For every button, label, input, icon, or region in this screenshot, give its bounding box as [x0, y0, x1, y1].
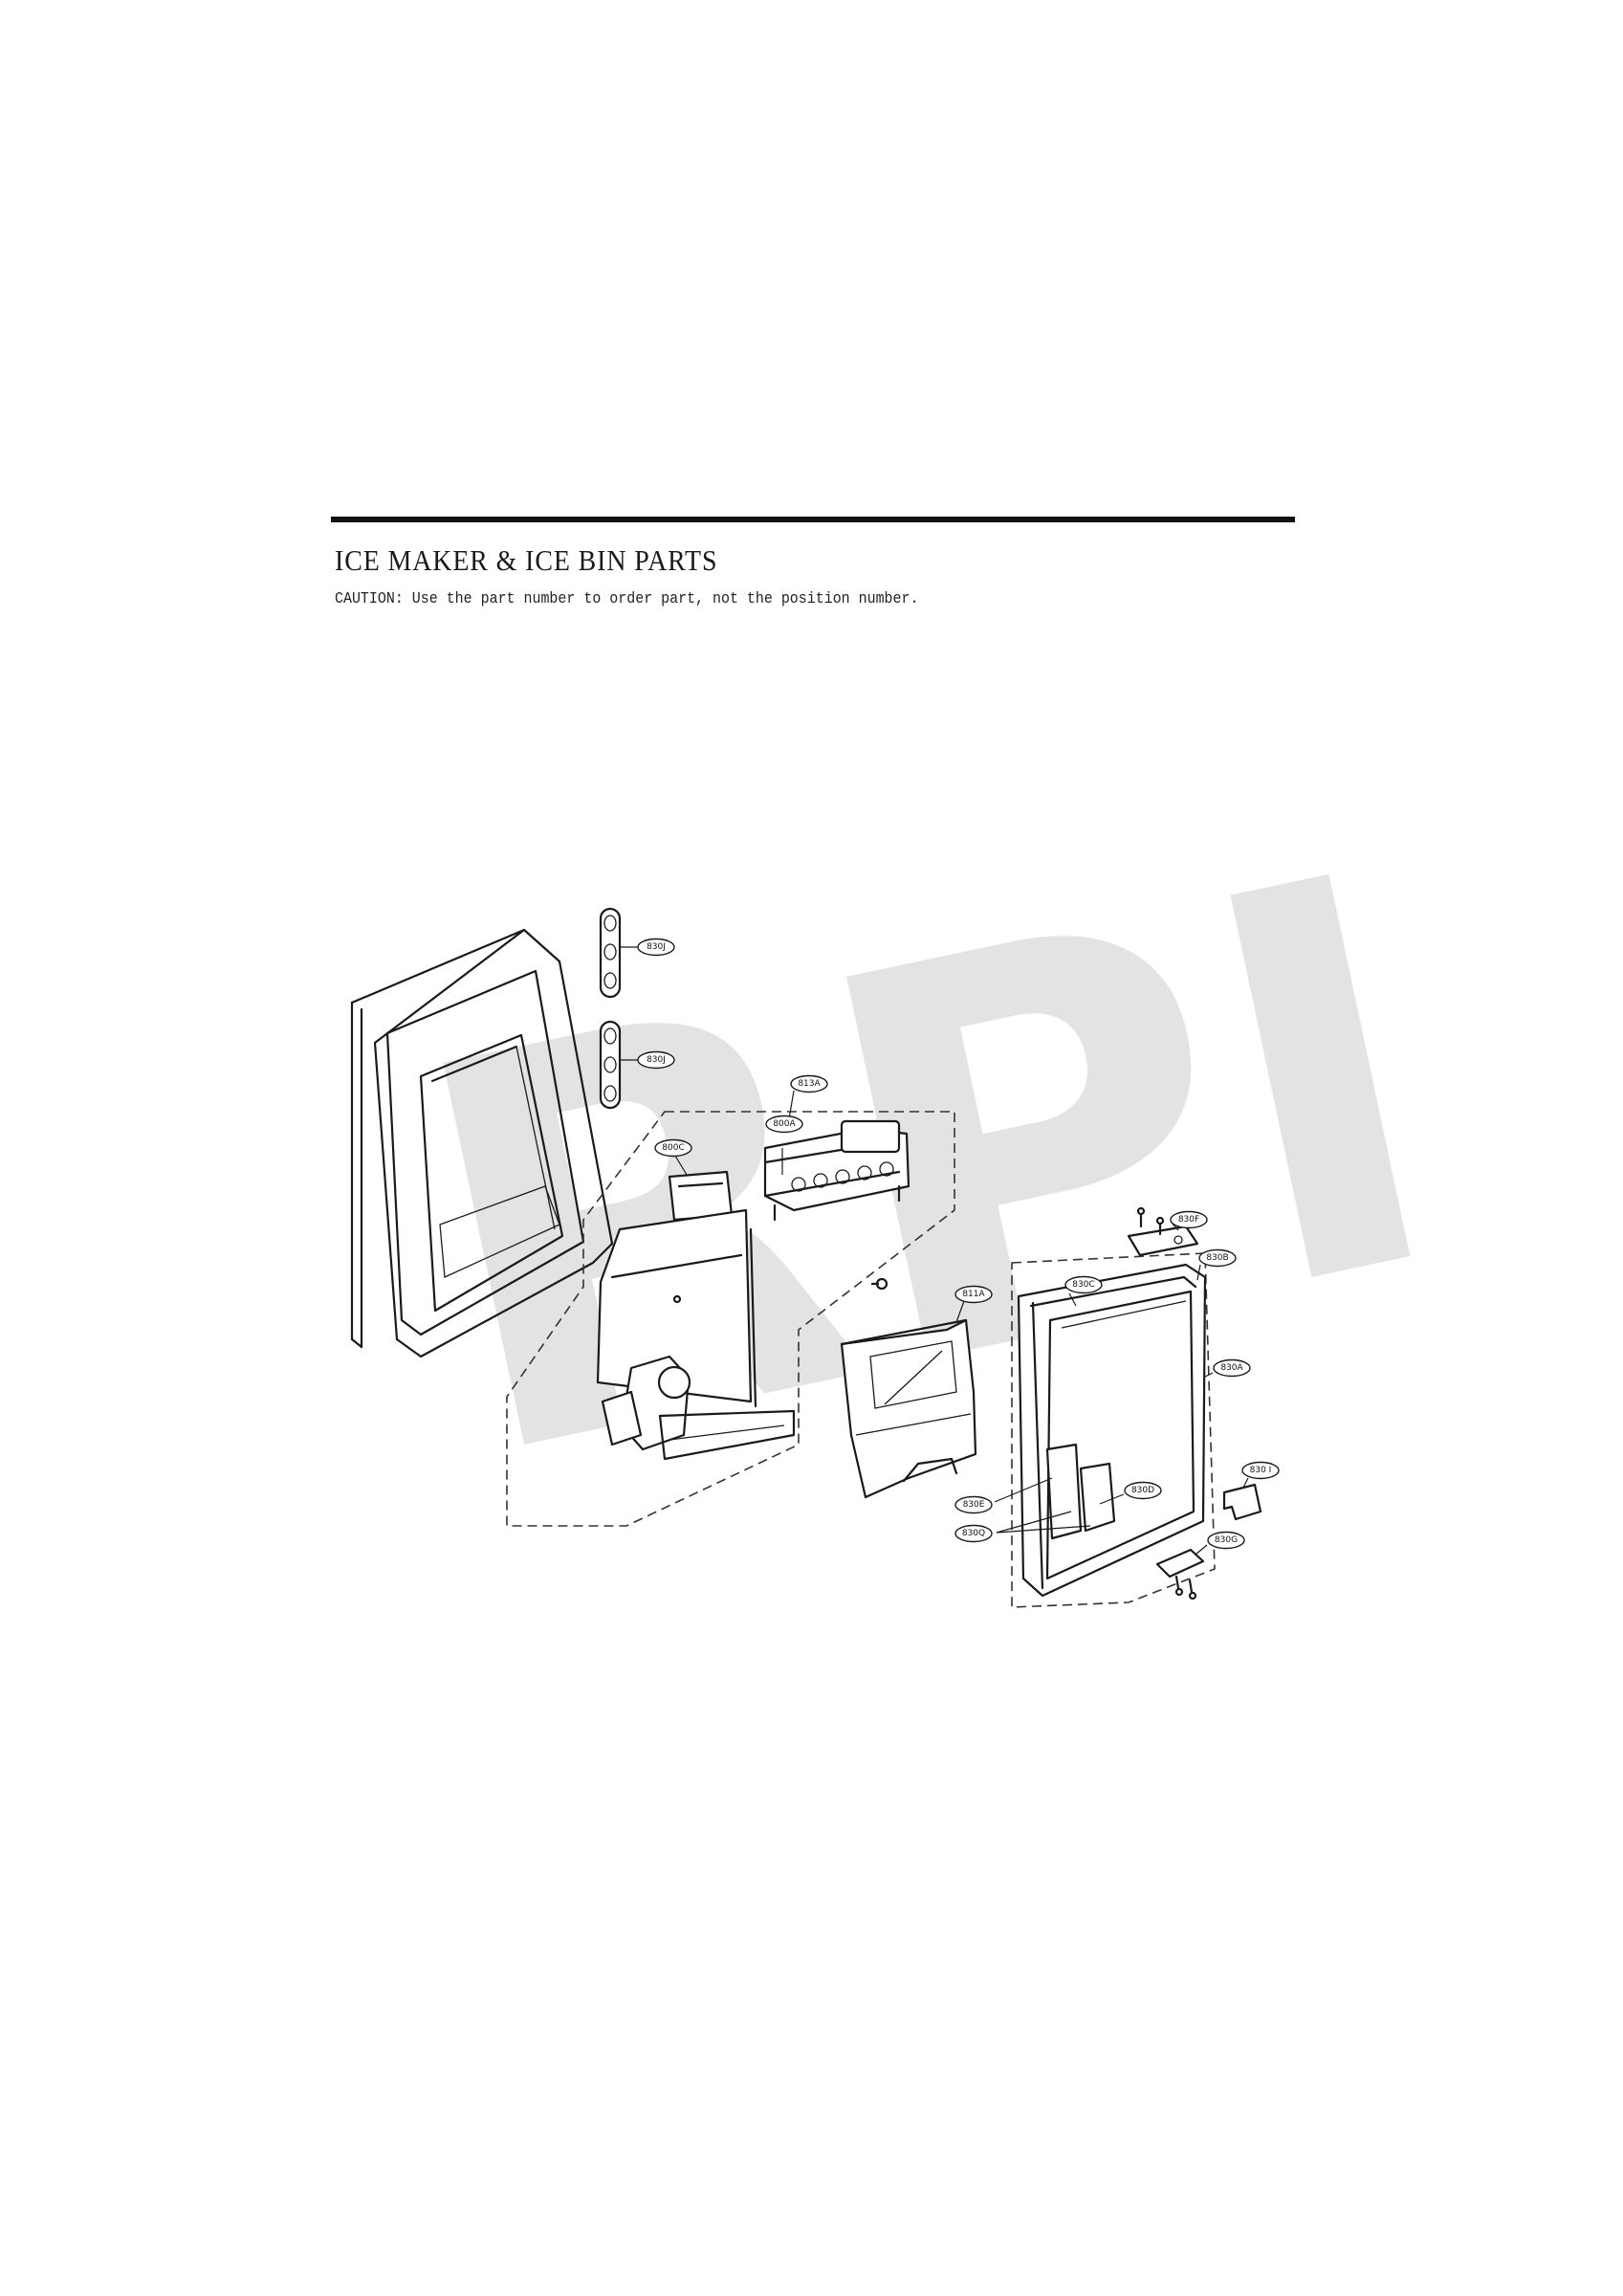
part-830A-bin-door [1017, 1263, 1207, 1598]
svg-text:830G: 830G [1215, 1535, 1238, 1545]
callout-830J-upper: 830J [637, 938, 675, 957]
part-830F-hinge [1127, 1206, 1199, 1257]
svg-text:811A: 811A [962, 1290, 985, 1299]
callout-830A: 830A [1213, 1358, 1251, 1378]
callout-830J-lower: 830J [637, 1050, 675, 1070]
svg-text:830F: 830F [1178, 1215, 1199, 1225]
callout-800C: 800C [654, 1138, 692, 1158]
svg-text:830 I: 830 I [1250, 1466, 1272, 1475]
callout-811A: 811A [954, 1285, 993, 1304]
part-830I-latch [1222, 1483, 1262, 1521]
callout-830B: 830B [1198, 1248, 1237, 1268]
header-rule [331, 517, 1295, 522]
svg-text:830J: 830J [647, 1055, 666, 1065]
part-800A-icemaker [763, 1119, 910, 1222]
callout-830F: 830F [1170, 1210, 1208, 1229]
callout-830Q: 830Q [954, 1524, 993, 1543]
leader-lines [620, 946, 1249, 1556]
screw-icon [870, 1277, 888, 1291]
svg-text:830C: 830C [1072, 1280, 1094, 1290]
icemaker-assembly-boundary [506, 1111, 955, 1527]
callout-830G: 830G [1207, 1531, 1245, 1550]
svg-text:800A: 800A [773, 1119, 796, 1129]
svg-text:830Q: 830Q [962, 1529, 985, 1538]
callout-830C: 830C [1064, 1275, 1103, 1294]
svg-text:830B: 830B [1206, 1253, 1228, 1263]
callout-800A: 800A [765, 1115, 803, 1134]
part-830J-lower [599, 1020, 622, 1110]
svg-text:830J: 830J [647, 942, 666, 952]
callout-830D: 830D [1124, 1481, 1162, 1500]
svg-text:830E: 830E [963, 1500, 985, 1510]
svg-text:830A: 830A [1220, 1363, 1243, 1373]
part-800C-bracket-housing [596, 1170, 796, 1461]
svg-text:800C: 800C [662, 1143, 684, 1153]
callout-830I: 830 I [1241, 1461, 1280, 1480]
callout-813A: 813A [790, 1074, 828, 1093]
door-liner [350, 928, 614, 1358]
icebin-door-boundary [1011, 1252, 1216, 1608]
page-title: ICE MAKER & ICE BIN PARTS [335, 543, 718, 577]
part-830G-bracket [1155, 1548, 1205, 1601]
svg-text:813A: 813A [798, 1079, 821, 1089]
part-830J-upper [599, 907, 622, 999]
svg-text:830D: 830D [1131, 1486, 1154, 1495]
callout-830E: 830E [954, 1495, 993, 1514]
part-811A-bin-cover [840, 1318, 977, 1499]
caution-note: CAUTION: Use the part number to order pa… [335, 590, 919, 608]
